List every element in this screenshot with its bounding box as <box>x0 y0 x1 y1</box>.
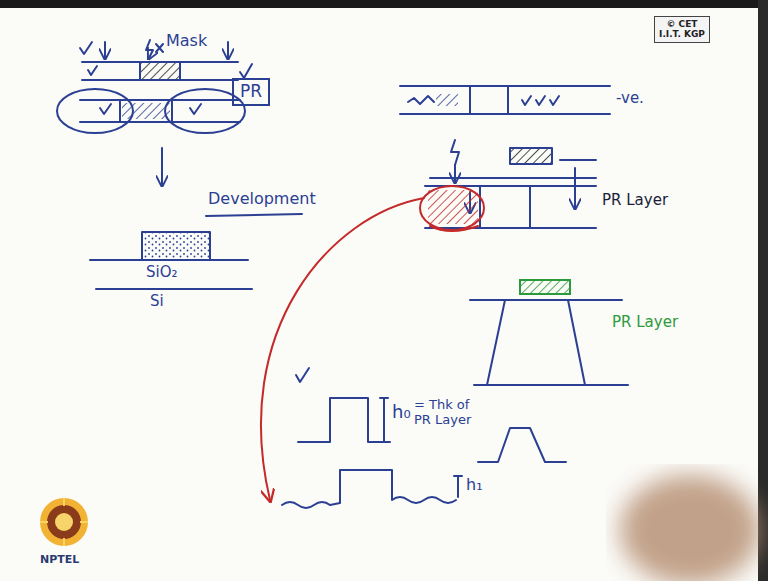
dimension-symbol: h₁ <box>466 476 483 494</box>
layer-label: PR Layer <box>602 192 668 209</box>
copyright-text: © CET I.I.T. KGP <box>658 19 706 40</box>
step-label: Development <box>208 190 316 208</box>
layer-label: PR Layer <box>612 314 678 331</box>
dimension-note: = Thk of PR Layer <box>414 398 476 428</box>
layer-label: SiO₂ <box>146 264 178 281</box>
layer-label: Si <box>150 293 164 310</box>
dimension-symbol: h₀ <box>392 402 411 423</box>
copyright-box: © CET I.I.T. KGP <box>654 16 710 43</box>
resist-type-label: -ve. <box>616 90 644 107</box>
term-box: PR <box>232 78 270 106</box>
mask-label: Mask <box>166 32 207 50</box>
nptel-logo <box>40 498 88 546</box>
logo-text: NPTEL <box>40 554 79 567</box>
term-label: PR <box>240 82 262 102</box>
